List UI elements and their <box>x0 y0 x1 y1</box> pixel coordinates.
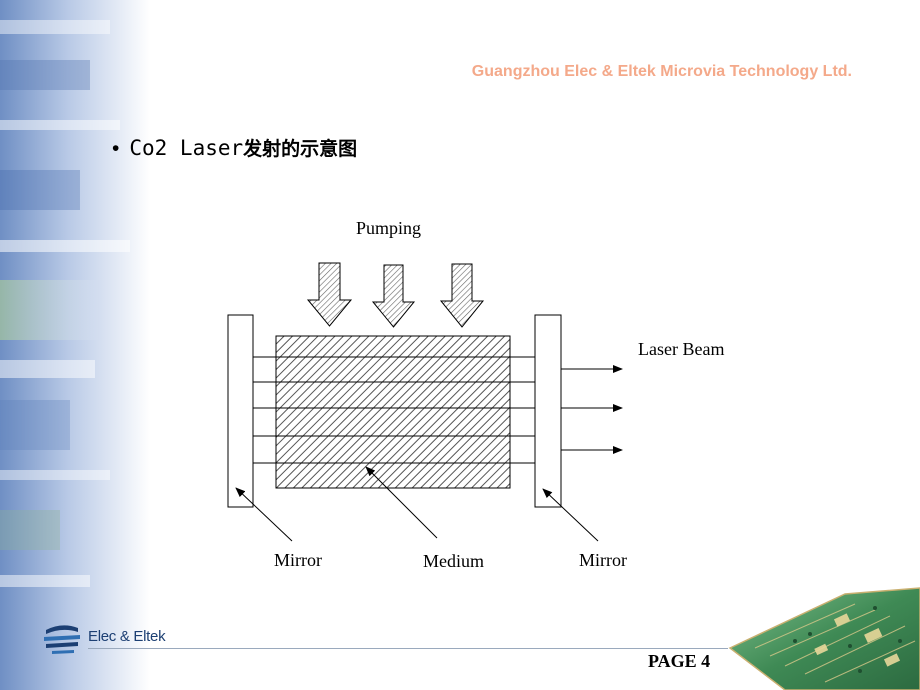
mirror-left-label: Mirror <box>274 550 322 570</box>
internal-beams <box>253 356 535 464</box>
medium-label: Medium <box>423 551 484 571</box>
mirror-right-label: Mirror <box>579 550 627 570</box>
heading-latin: Co2 Laser <box>129 136 244 160</box>
pumping-label: Pumping <box>356 218 422 238</box>
heading-chinese: 发射的示意图 <box>243 138 358 160</box>
sidebar-decoration <box>0 0 150 690</box>
mirror-right <box>534 314 562 508</box>
logo-text: Elec & Eltek <box>88 628 166 645</box>
output-beams <box>561 365 623 454</box>
medium-block <box>275 335 511 489</box>
pump-arrow-2 <box>371 264 416 328</box>
mirror-left <box>227 314 254 508</box>
footer-divider <box>88 648 728 649</box>
laser-beam-label: Laser Beam <box>638 339 725 359</box>
bullet-mark: • <box>112 137 120 160</box>
bullet-heading: • Co2 Laser发射的示意图 <box>112 134 357 161</box>
pump-arrow-3 <box>439 263 485 328</box>
elec-eltek-logo-icon <box>44 625 80 654</box>
pump-arrow-1 <box>306 262 353 327</box>
circuit-board-image <box>728 587 920 690</box>
pointer-arrows <box>235 466 599 542</box>
company-name: Guangzhou Elec & Eltek Microvia Technolo… <box>471 63 852 80</box>
page-number: PAGE 4 <box>648 651 711 671</box>
